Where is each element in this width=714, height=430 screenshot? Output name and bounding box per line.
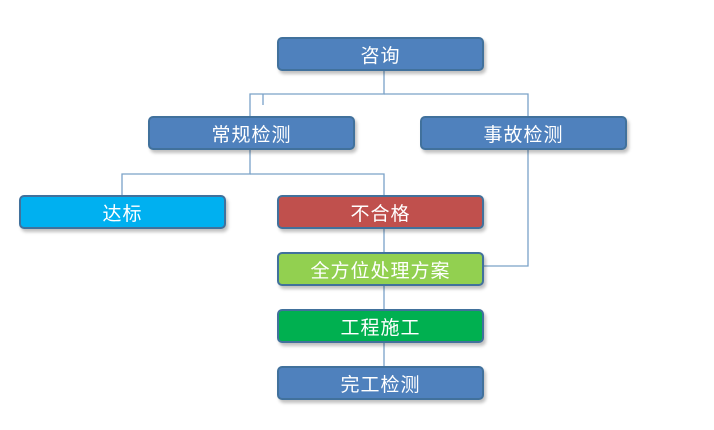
- edge-consult-to-accident: [384, 93, 529, 116]
- node-fail: 不合格: [277, 195, 484, 229]
- node-consult: 咨询: [277, 37, 484, 71]
- node-fail-label: 不合格: [350, 202, 411, 225]
- edge-routine-to-fail: [250, 173, 385, 195]
- node-final-label: 完工检测: [340, 373, 421, 396]
- node-accident-label: 事故检测: [483, 123, 564, 146]
- node-pass-label: 达标: [102, 202, 143, 225]
- node-consult-label: 咨询: [360, 44, 401, 67]
- node-pass: 达标: [19, 195, 226, 229]
- edge-consult-to-routine: [249, 71, 385, 116]
- node-plan-label: 全方位处理方案: [310, 259, 451, 282]
- node-final-inspection: 完工检测: [277, 366, 484, 400]
- node-accident-inspection: 事故检测: [420, 116, 627, 150]
- node-construction: 工程施工: [277, 309, 484, 343]
- edge-accident-to-plan: [484, 150, 529, 267]
- node-routine-inspection: 常规检测: [148, 116, 355, 150]
- node-routine-label: 常规检测: [211, 123, 292, 146]
- edge-routine-to-pass: [121, 150, 251, 195]
- node-treatment-plan: 全方位处理方案: [277, 252, 484, 286]
- node-construct-label: 工程施工: [340, 316, 421, 339]
